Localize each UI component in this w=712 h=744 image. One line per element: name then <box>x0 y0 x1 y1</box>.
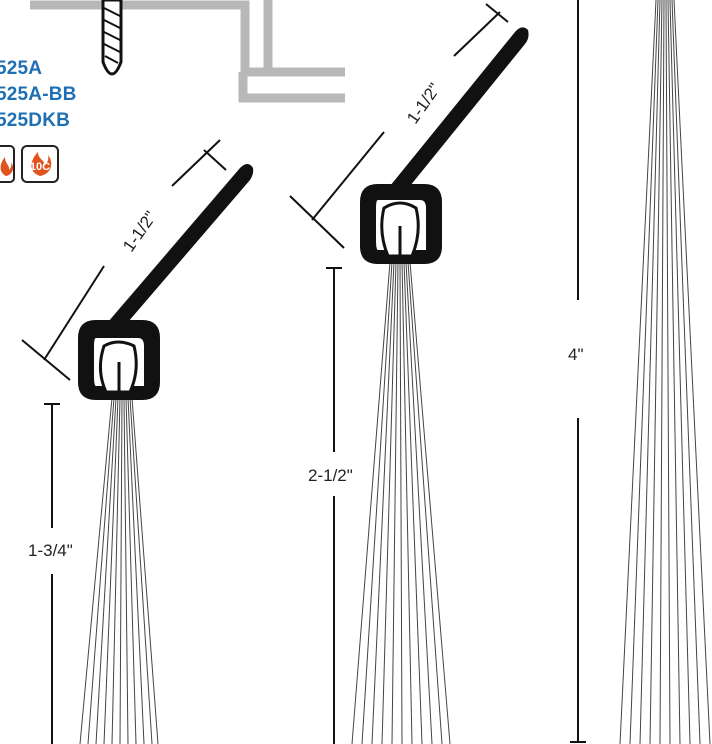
fire-rating-icon <box>0 145 15 183</box>
screw-icon <box>101 0 123 76</box>
small-brush-dimension-label: 1-3/4" <box>26 541 75 561</box>
medium-brush-seal <box>289 3 529 744</box>
10c-fire-rating-icon: 10C <box>21 145 59 183</box>
medium-brush-dimension-label: 2-1/2" <box>306 466 355 486</box>
large-brush-seal <box>570 0 711 744</box>
door-frame-outline <box>30 0 345 103</box>
medium-bristles <box>351 261 451 744</box>
part-number-525a-bb: 525A-BB <box>0 84 77 105</box>
small-brush-seal <box>21 139 254 744</box>
large-bristles <box>619 0 711 744</box>
small-bristles <box>79 397 159 744</box>
part-number-525a: 525A <box>0 58 43 79</box>
part-number-525dkb: 525DKB <box>0 110 71 131</box>
large-brush-dimension-label: 4" <box>566 345 586 365</box>
10c-icon-text: 10C <box>30 161 50 173</box>
